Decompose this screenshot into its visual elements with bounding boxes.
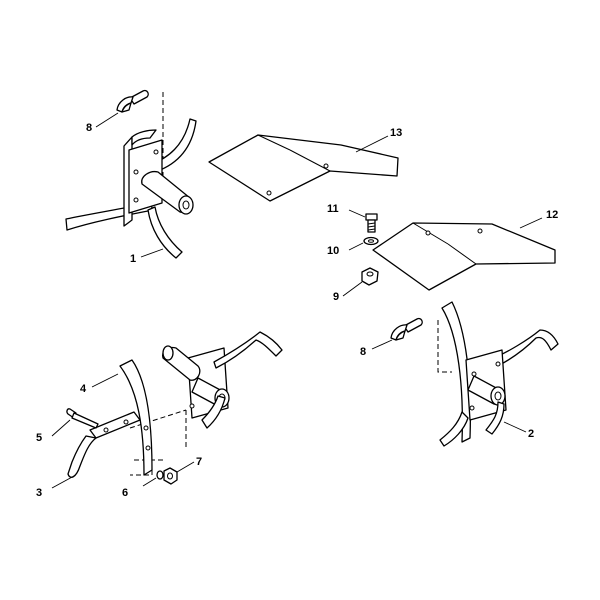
nut-9: 9 xyxy=(333,267,379,303)
callout-5: 5 xyxy=(36,432,42,444)
tine-assembly-2: 2 xyxy=(437,301,559,447)
callout-12: 12 xyxy=(546,209,558,221)
callout-10: 10 xyxy=(327,245,339,257)
callout-3: 3 xyxy=(36,487,42,499)
callout-1: 1 xyxy=(130,253,136,265)
callout-8-top: 8 xyxy=(86,122,92,134)
bolt-11: 11 xyxy=(327,203,378,233)
tine-assembly-exploded: 4 3 5 6 7 xyxy=(36,331,283,499)
callout-11: 11 xyxy=(327,203,339,215)
callout-9: 9 xyxy=(333,291,339,303)
lynch-pin-8-top: 8 xyxy=(86,89,149,134)
shield-plate-12: 12 xyxy=(372,209,558,291)
shield-plate-13: 13 xyxy=(208,127,402,202)
callout-4: 4 xyxy=(80,383,87,395)
tine-assembly-1: 1 xyxy=(65,92,197,265)
callout-2: 2 xyxy=(528,428,534,440)
lynch-pin-8-bottom: 8 xyxy=(360,317,423,358)
callout-8-bottom: 8 xyxy=(360,346,366,358)
washer-10: 10 xyxy=(327,236,379,257)
callout-13: 13 xyxy=(390,127,402,139)
callout-6: 6 xyxy=(122,487,128,499)
callout-7: 7 xyxy=(196,456,202,468)
